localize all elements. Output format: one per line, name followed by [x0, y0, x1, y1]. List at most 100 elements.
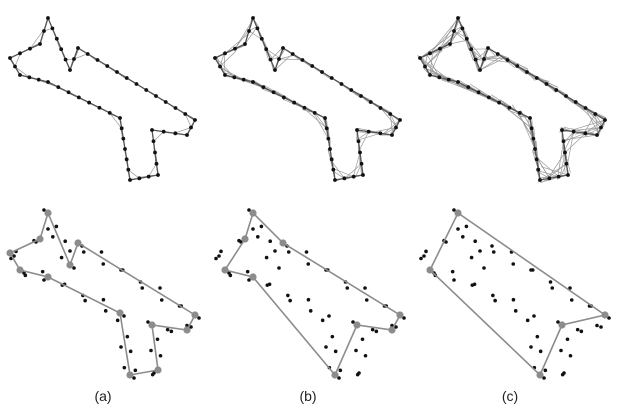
sample-point	[233, 46, 237, 51]
panel-a-top	[8, 16, 197, 182]
sample-point	[63, 239, 67, 243]
sample-point	[573, 100, 578, 104]
contour-vertex	[601, 311, 609, 319]
sample-point	[599, 325, 603, 329]
sample-point	[241, 77, 246, 82]
sample-point	[359, 94, 363, 98]
mesh-edge	[541, 166, 569, 176]
sample-point	[268, 57, 273, 62]
approx-contour	[223, 211, 402, 377]
sample-point	[197, 316, 201, 320]
mesh-edge	[332, 168, 354, 177]
sample-point	[161, 129, 166, 134]
sample-point	[42, 278, 46, 282]
mesh-edge	[278, 55, 293, 60]
sample-point	[571, 129, 576, 134]
sample-point	[140, 286, 145, 290]
sample-point	[264, 255, 269, 260]
sample-point	[361, 173, 365, 177]
sample-point	[560, 128, 564, 132]
mesh-edge	[224, 31, 251, 54]
sample-point	[564, 161, 569, 166]
sample-point	[466, 85, 471, 90]
sample-point	[515, 64, 520, 68]
sample-point	[437, 75, 442, 80]
sample-point	[261, 85, 266, 90]
sample-point	[85, 52, 90, 56]
sample-point	[355, 128, 359, 132]
sample-point	[525, 318, 530, 323]
sample-point	[326, 136, 331, 141]
sample-point	[542, 376, 546, 380]
mesh-edge	[449, 40, 465, 45]
sample-point	[310, 64, 315, 68]
mesh-edge	[174, 127, 192, 134]
sample-point	[51, 235, 55, 239]
sample-point	[155, 337, 160, 342]
sample-point	[213, 56, 217, 60]
sample-point	[469, 47, 474, 52]
sample-point	[107, 110, 112, 115]
sample-point	[394, 125, 398, 130]
sample-point	[473, 57, 478, 62]
sample-point	[491, 293, 495, 298]
sample-point	[366, 129, 371, 134]
sample-point	[486, 95, 491, 100]
sample-point	[271, 90, 276, 95]
sample-point	[593, 112, 598, 116]
sample-point	[292, 100, 297, 105]
sample-point	[360, 337, 365, 342]
sample-point	[153, 150, 157, 155]
sample-point	[243, 42, 247, 46]
sample-point	[450, 269, 455, 274]
sample-point	[63, 57, 68, 62]
sample-point	[146, 320, 150, 324]
sample-point	[40, 269, 45, 274]
mesh-edge	[560, 163, 567, 176]
mesh-edge	[266, 48, 279, 58]
mesh-edge	[538, 170, 559, 178]
sample-point	[251, 80, 255, 84]
sample-point	[422, 254, 426, 258]
contour-vertex	[558, 321, 566, 329]
sample-point	[72, 57, 76, 61]
sample-point	[151, 139, 156, 144]
sample-point	[364, 298, 369, 302]
sample-point	[561, 139, 566, 144]
sample-point	[583, 131, 588, 136]
sample-point	[36, 77, 41, 82]
sample-point	[452, 278, 456, 282]
sample-point	[273, 249, 277, 253]
sample-point	[156, 173, 160, 177]
sample-point	[363, 286, 367, 290]
mesh-edge	[313, 113, 329, 139]
sample-point	[339, 82, 344, 86]
mesh-edge	[449, 25, 463, 45]
sample-point	[469, 255, 474, 260]
sample-point	[158, 286, 162, 290]
sample-point	[123, 147, 127, 151]
sample-point	[464, 224, 469, 229]
mesh-edge	[429, 50, 441, 76]
sample-point	[575, 327, 580, 332]
mesh-edge	[441, 79, 479, 93]
sample-point	[556, 174, 561, 179]
caption-a: (a)	[94, 388, 112, 404]
sample-point	[66, 90, 71, 95]
sample-point	[223, 51, 227, 56]
sample-point	[105, 64, 110, 68]
sample-point	[122, 365, 127, 370]
mesh-edge	[585, 107, 604, 128]
panel-b-bottom	[214, 208, 406, 380]
approx-contour	[429, 211, 607, 377]
mesh-edge	[520, 110, 532, 129]
contour-vertex	[154, 366, 162, 374]
mesh-edge	[594, 113, 599, 136]
sample-point	[134, 82, 139, 86]
sample-point	[358, 150, 362, 155]
mesh-edge	[556, 141, 564, 180]
contour-vertex	[74, 239, 82, 247]
sample-point	[165, 327, 170, 332]
mesh-edge	[531, 149, 550, 179]
sample-point	[461, 235, 465, 239]
